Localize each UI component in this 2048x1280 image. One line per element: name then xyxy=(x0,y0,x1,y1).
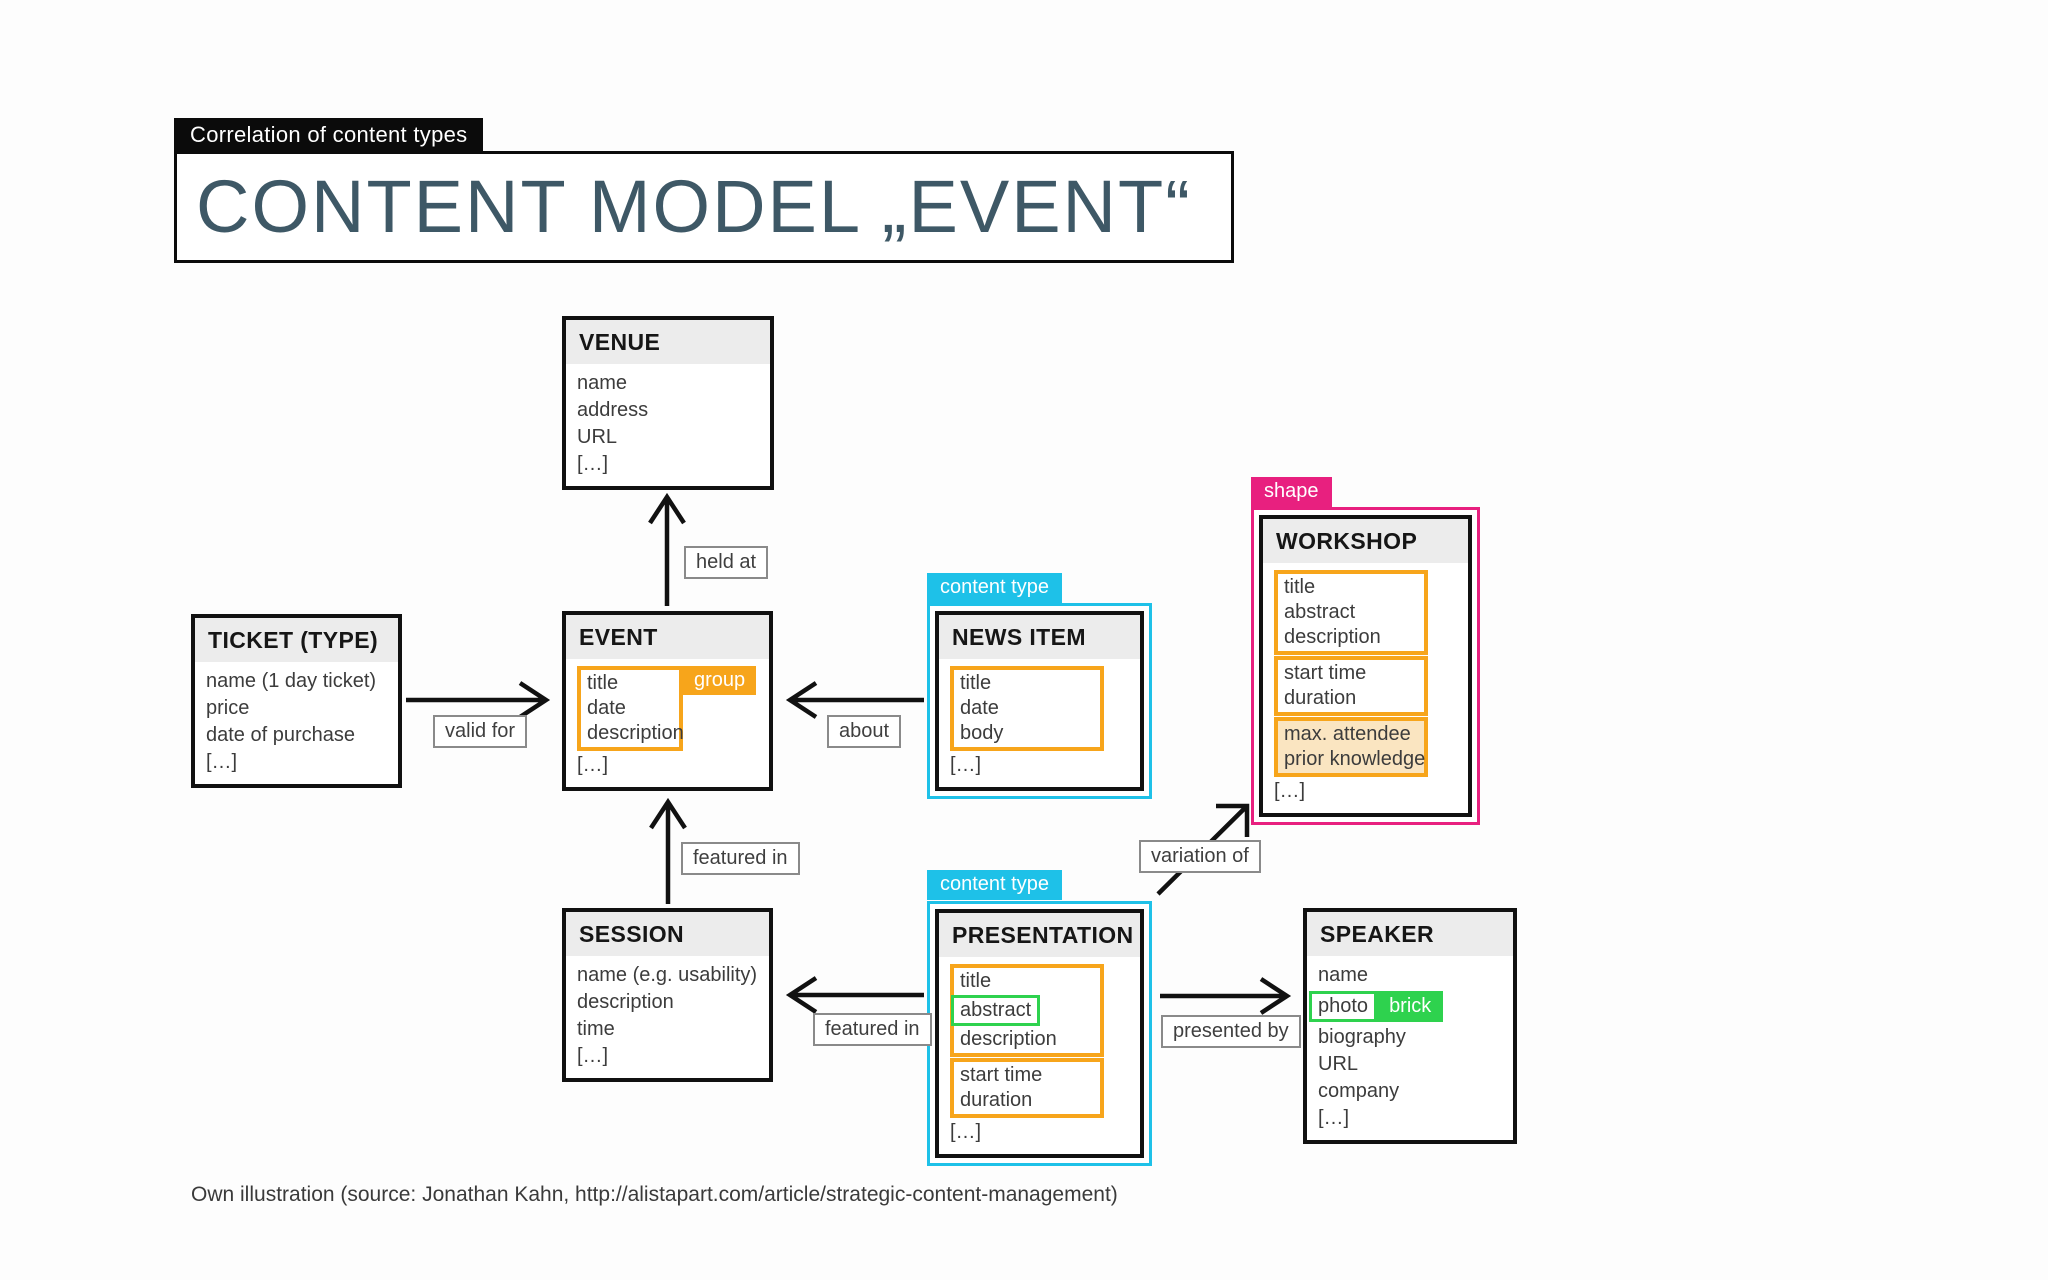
arrow-about xyxy=(785,681,924,719)
entity-presentation-title: PRESENTATION xyxy=(939,913,1140,957)
entity-workshop-body: title abstract description start time du… xyxy=(1263,563,1468,813)
field-ellipsis: […] xyxy=(577,754,609,776)
field: description xyxy=(1284,626,1381,648)
workshop-group-box-2: start time duration xyxy=(1274,656,1428,716)
relation-label-held-at: held at xyxy=(684,546,769,579)
entity-ticket-body: name (1 day ticket) price date of purcha… xyxy=(195,662,398,784)
entity-session: SESSION name (e.g. usability) descriptio… xyxy=(562,908,773,1082)
group-tag: group xyxy=(683,666,757,695)
entity-speaker-title: SPEAKER xyxy=(1307,912,1513,956)
entity-speaker-body: name photo brick biography URL company [… xyxy=(1307,956,1513,1140)
content-type-tab: content type xyxy=(927,870,1062,900)
entity-news-item: NEWS ITEM title date body […] xyxy=(935,611,1144,791)
field: company xyxy=(1318,1080,1400,1102)
field-ellipsis: […] xyxy=(577,453,609,475)
presentation-group-box-1: title abstract description xyxy=(950,964,1104,1057)
field: name (1 day ticket) xyxy=(206,670,377,692)
brick-tag: brick xyxy=(1377,991,1444,1022)
entity-ticket-title: TICKET (TYPE) xyxy=(195,618,398,662)
field: max. attendee xyxy=(1284,723,1411,745)
entity-venue-body: name address URL […] xyxy=(566,364,770,486)
field-ellipsis: […] xyxy=(1274,780,1306,802)
workshop-group-box-1: title abstract description xyxy=(1274,570,1428,655)
news-item-group-box: title date body xyxy=(950,666,1104,751)
brick-outline-photo: photo xyxy=(1309,991,1378,1022)
field: title xyxy=(960,970,992,992)
workshop-group-box-3: max. attendee prior knowledge xyxy=(1274,717,1428,777)
shape-tab: shape xyxy=(1251,477,1332,507)
field-ellipsis: […] xyxy=(1318,1107,1350,1129)
field: name (e.g. usability) xyxy=(577,964,758,986)
entity-news-item-body: title date body […] xyxy=(939,659,1140,787)
entity-presentation-body: title abstract description start time du… xyxy=(939,957,1140,1154)
relation-label-valid-for: valid for xyxy=(433,715,528,748)
field: description xyxy=(577,991,674,1013)
field-ellipsis: […] xyxy=(206,751,238,773)
entity-news-item-title: NEWS ITEM xyxy=(939,615,1140,659)
footer-credit: Own illustration (source: Jonathan Kahn,… xyxy=(191,1183,1118,1206)
field-ellipsis: […] xyxy=(950,1121,982,1143)
field: price xyxy=(206,697,250,719)
content-type-wrapper-presentation: PRESENTATION title abstract description … xyxy=(927,901,1152,1166)
entity-session-title: SESSION xyxy=(566,912,769,956)
entity-event-body: title date description group […] xyxy=(566,659,769,787)
arrow-valid-for xyxy=(406,681,551,719)
field: duration xyxy=(1284,687,1357,709)
arrow-held-at xyxy=(648,492,686,606)
field: body xyxy=(960,722,1004,744)
field: start time xyxy=(1284,662,1367,684)
slide-kicker: Correlation of content types xyxy=(174,118,484,154)
field: description xyxy=(587,722,684,744)
field: URL xyxy=(1318,1053,1359,1075)
field: abstract xyxy=(1284,601,1356,623)
arrow-presented-by xyxy=(1160,977,1292,1015)
relation-label-variation-of: variation of xyxy=(1139,840,1261,873)
arrow-featured-in-event xyxy=(649,797,687,904)
speaker-photo-brick-row: photo brick xyxy=(1309,991,1502,1022)
field-ellipsis: […] xyxy=(577,1045,609,1067)
entity-speaker: SPEAKER name photo brick biography URL c… xyxy=(1303,908,1517,1144)
arrow-featured-in-session xyxy=(785,976,924,1014)
field: start time xyxy=(960,1064,1043,1086)
shape-wrapper-workshop: WORKSHOP title abstract description star… xyxy=(1251,507,1480,825)
field: date of purchase xyxy=(206,724,355,746)
field: name xyxy=(577,372,628,394)
entity-venue-title: VENUE xyxy=(566,320,770,364)
field: title xyxy=(960,672,992,694)
entity-ticket: TICKET (TYPE) name (1 day ticket) price … xyxy=(191,614,402,788)
event-group-box: title date description group xyxy=(577,666,757,751)
presentation-group-box-2: start time duration xyxy=(950,1058,1104,1118)
field: duration xyxy=(960,1089,1033,1111)
field: time xyxy=(577,1018,615,1040)
field: date xyxy=(960,697,999,719)
field: date xyxy=(587,697,626,719)
relation-label-presented-by: presented by xyxy=(1161,1015,1301,1048)
entity-event-title: EVENT xyxy=(566,615,769,659)
field: URL xyxy=(577,426,618,448)
field: address xyxy=(577,399,649,421)
relation-label-featured-in-event: featured in xyxy=(681,842,800,875)
entity-workshop-title: WORKSHOP xyxy=(1263,519,1468,563)
field: biography xyxy=(1318,1026,1406,1048)
entity-venue: VENUE name address URL […] xyxy=(562,316,774,490)
field: description xyxy=(960,1028,1057,1050)
relation-label-about: about xyxy=(827,715,902,748)
brick-outline-abstract: abstract xyxy=(951,995,1041,1026)
relation-label-featured-in-session: featured in xyxy=(813,1013,932,1046)
field: title xyxy=(587,672,619,694)
page-title: CONTENT MODEL „EVENT“ xyxy=(196,165,1192,248)
entity-session-body: name (e.g. usability) description time [… xyxy=(566,956,769,1078)
entity-workshop: WORKSHOP title abstract description star… xyxy=(1259,515,1472,817)
title-box: CONTENT MODEL „EVENT“ xyxy=(174,151,1234,263)
field: prior knowledge xyxy=(1284,748,1426,770)
field: name xyxy=(1318,964,1369,986)
field: title xyxy=(1284,576,1316,598)
entity-event: EVENT title date description group […] xyxy=(562,611,773,791)
field-ellipsis: […] xyxy=(950,754,982,776)
entity-presentation: PRESENTATION title abstract description … xyxy=(935,909,1144,1158)
content-type-wrapper-news: NEWS ITEM title date body […] xyxy=(927,603,1152,799)
content-type-tab: content type xyxy=(927,573,1062,603)
